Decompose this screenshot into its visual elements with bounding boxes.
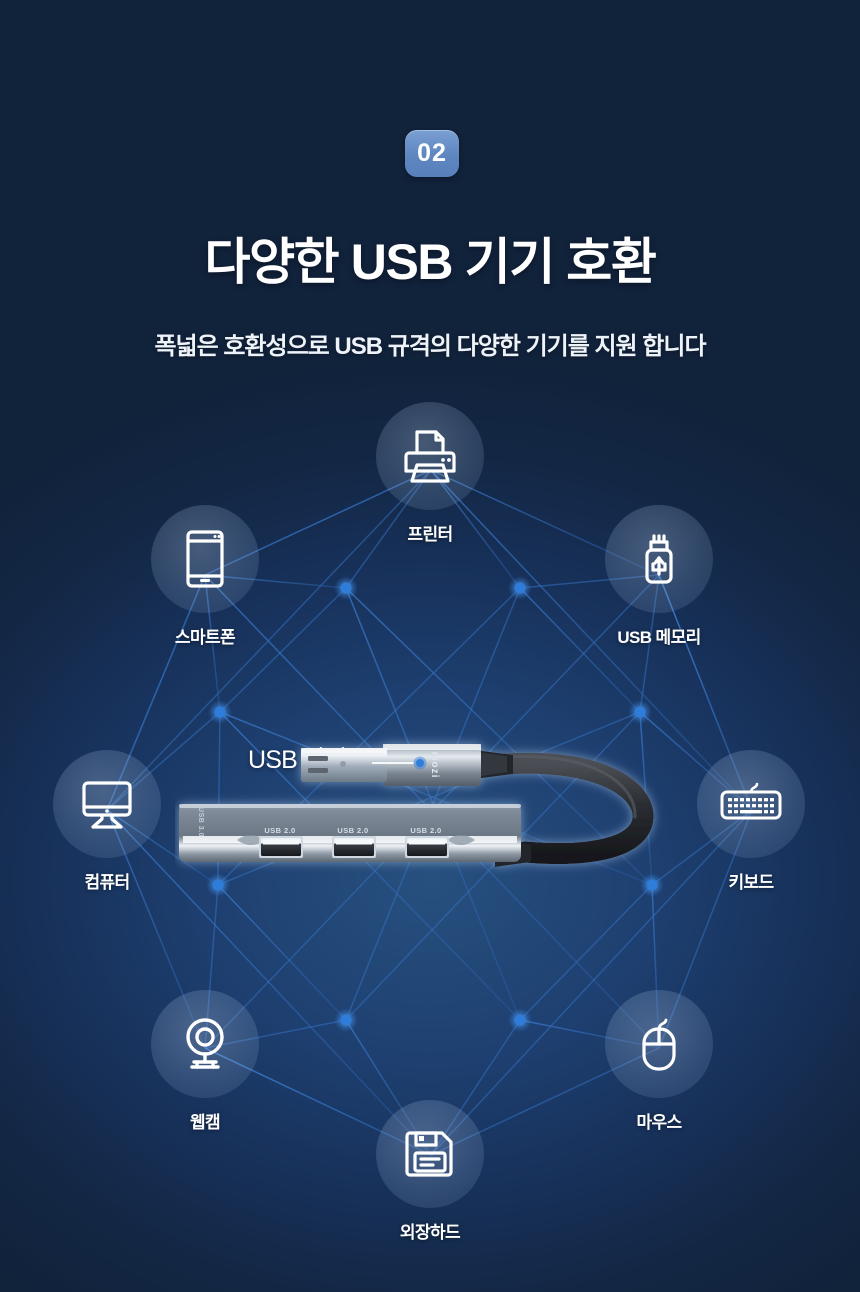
printer-icon	[376, 402, 484, 510]
device-label: 컴퓨터	[84, 873, 130, 892]
device-node-keyboard: 키보드	[676, 750, 826, 893]
device-node-printer: 프린터	[355, 402, 505, 545]
device-node-mouse: 마우스	[584, 990, 734, 1133]
device-node-webcam: 웹캠	[130, 990, 280, 1133]
product-brand-mark: mozi	[429, 752, 440, 779]
device-label: 웹캠	[189, 1113, 221, 1132]
port-label: USB 2.0	[264, 826, 295, 835]
port-label: USB 2.0	[337, 826, 368, 835]
page-title: 다양한 USB 기기 호환	[204, 234, 656, 290]
port-label: USB 2.0	[410, 826, 441, 835]
device-label: 스마트폰	[174, 628, 236, 647]
device-label: 마우스	[636, 1113, 682, 1132]
device-node-external-hdd: 외장하드	[355, 1100, 505, 1243]
floppy-disk-icon	[376, 1100, 484, 1208]
device-node-computer: 컴퓨터	[32, 750, 182, 893]
callout-leader-line	[372, 756, 427, 770]
smartphone-icon	[151, 505, 259, 613]
keyboard-icon	[697, 750, 805, 858]
section-number-badge: 02	[405, 130, 459, 177]
device-node-usb-memory: USB 메모리	[584, 505, 734, 648]
mouse-icon	[605, 990, 713, 1098]
product-side-label: USB 3.0	[197, 807, 204, 837]
device-label: 외장하드	[399, 1223, 461, 1242]
webcam-icon	[151, 990, 259, 1098]
device-label: 프린터	[407, 525, 453, 544]
device-node-smartphone: 스마트폰	[130, 505, 280, 648]
device-label: 키보드	[728, 873, 774, 892]
product-image-usb-hub: mozi USB 3.0 USB 2.0	[175, 700, 695, 900]
monitor-icon	[53, 750, 161, 858]
device-label: USB 메모리	[617, 628, 701, 647]
usb-drive-icon	[605, 505, 713, 613]
page-subtitle: 폭넓은 호환성으로 USB 규격의 다양한 기기를 지원 합니다	[154, 333, 706, 360]
